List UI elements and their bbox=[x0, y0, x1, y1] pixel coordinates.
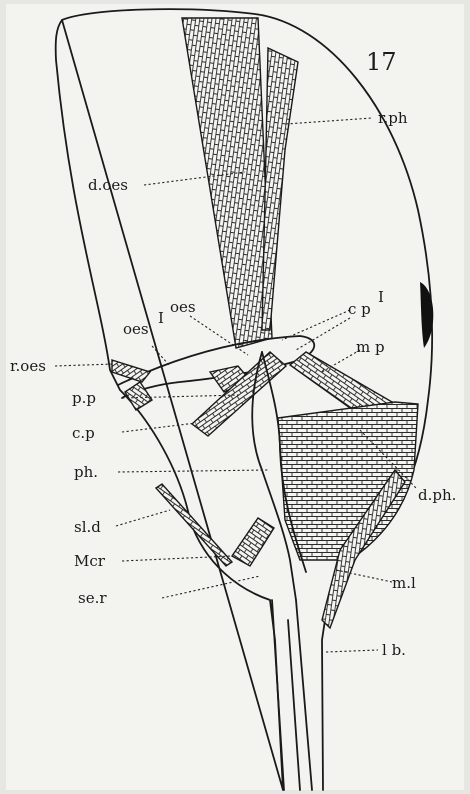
label-c-p: c.p bbox=[72, 424, 95, 442]
label-mcr: Mcr bbox=[74, 552, 106, 570]
label-d-oes: d.oes bbox=[88, 176, 128, 194]
label-oes-1-superscript: I bbox=[158, 309, 164, 327]
label-m-p: m p bbox=[356, 338, 385, 356]
label-r-ph: r.ph bbox=[378, 109, 408, 127]
label-d-ph: d.ph. bbox=[418, 486, 456, 504]
label-cp-1-superscript: I bbox=[378, 288, 384, 306]
label-ph: ph. bbox=[74, 463, 98, 481]
figure-number: 17 bbox=[366, 48, 397, 76]
label-cp-1: c p bbox=[348, 300, 371, 318]
label-l-b: l b. bbox=[382, 641, 406, 659]
label-se-r: se.r bbox=[78, 589, 107, 607]
label-oes: oes bbox=[170, 298, 196, 316]
label-m-l: m.l bbox=[392, 574, 416, 592]
label-sl-d: sl.d bbox=[74, 518, 101, 536]
label-r-oes: r.oes bbox=[10, 357, 46, 375]
label-p-p: p.p bbox=[72, 389, 96, 407]
label-oes-1: oes bbox=[123, 320, 149, 338]
